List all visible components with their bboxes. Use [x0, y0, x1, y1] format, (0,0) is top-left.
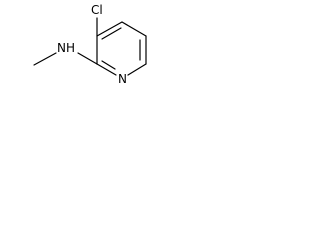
chemical-structure-diagram: Cl NH N — [33, 3, 147, 86]
bond-c3-c4 — [96, 21, 123, 37]
bond-c3-c4-inner — [101, 27, 122, 40]
atom-label-chlorine: Cl — [91, 3, 103, 17]
bond-n1-c2-inner — [101, 60, 116, 70]
atom-label-ring-nitrogen: N — [118, 72, 127, 86]
bond-c2-nh — [77, 52, 98, 65]
bond-n1-c2 — [96, 63, 117, 76]
atom-label-amine: NH — [57, 41, 75, 55]
bond-c4-c5 — [121, 21, 147, 37]
bond-nh-methyl — [33, 52, 57, 66]
bond-c6-n1 — [127, 63, 147, 76]
